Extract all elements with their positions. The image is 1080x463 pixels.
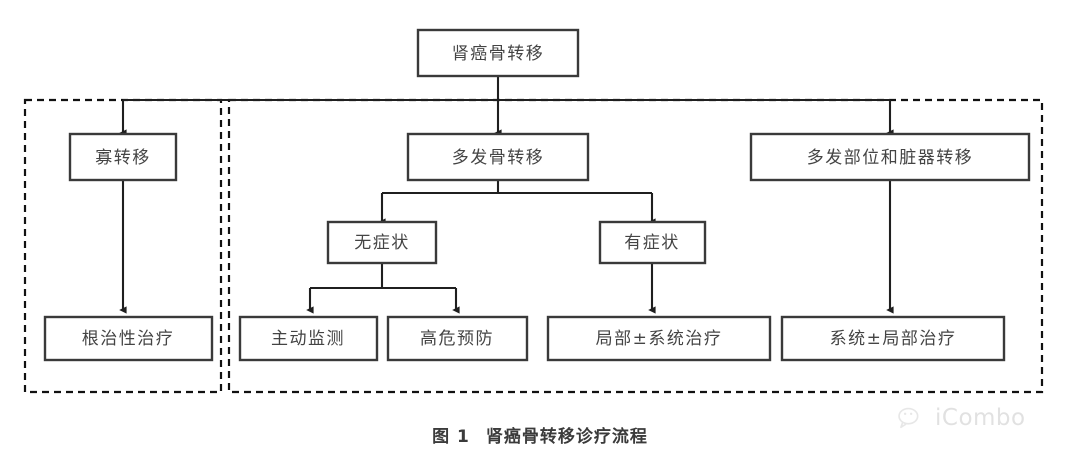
node-systemic-local-therapy-label: 系统±局部治疗 (830, 329, 957, 349)
figure-caption: 图 1 肾癌骨转移诊疗流程 (0, 422, 1080, 447)
node-multi-bone[interactable]: 多发骨转移 (406, 132, 590, 182)
figure-caption-number: 图 1 (432, 427, 470, 447)
node-oligometastasis[interactable]: 寡转移 (68, 132, 178, 182)
node-radical-therapy-label: 根治性治疗 (82, 329, 175, 349)
group-box-multiple-metastasis (227, 98, 1044, 394)
node-multi-site-organ[interactable]: 多发部位和脏器转移 (749, 132, 1031, 182)
node-asymptomatic-label: 无症状 (354, 233, 410, 253)
node-multi-site-organ-label: 多发部位和脏器转移 (807, 148, 974, 168)
node-root-label: 肾癌骨转移 (452, 44, 545, 64)
node-oligometastasis-label: 寡转移 (95, 148, 151, 168)
node-systemic-local-therapy[interactable]: 系统±局部治疗 (780, 315, 1006, 362)
node-symptomatic[interactable]: 有症状 (598, 220, 707, 265)
node-local-systemic-therapy[interactable]: 局部±系统治疗 (546, 315, 772, 362)
node-high-risk-prevention-label: 高危预防 (420, 329, 494, 349)
node-active-surveillance[interactable]: 主动监测 (238, 315, 379, 362)
node-radical-therapy[interactable]: 根治性治疗 (43, 315, 214, 362)
node-symptomatic-label: 有症状 (624, 233, 680, 253)
node-active-surveillance-label: 主动监测 (271, 329, 345, 349)
node-multi-bone-label: 多发骨转移 (452, 148, 545, 168)
node-high-risk-prevention[interactable]: 高危预防 (386, 315, 529, 362)
figure-caption-text: 肾癌骨转移诊疗流程 (485, 427, 648, 447)
node-local-systemic-therapy-label: 局部±系统治疗 (596, 329, 723, 349)
node-asymptomatic[interactable]: 无症状 (326, 220, 438, 265)
node-root[interactable]: 肾癌骨转移 (416, 28, 580, 78)
